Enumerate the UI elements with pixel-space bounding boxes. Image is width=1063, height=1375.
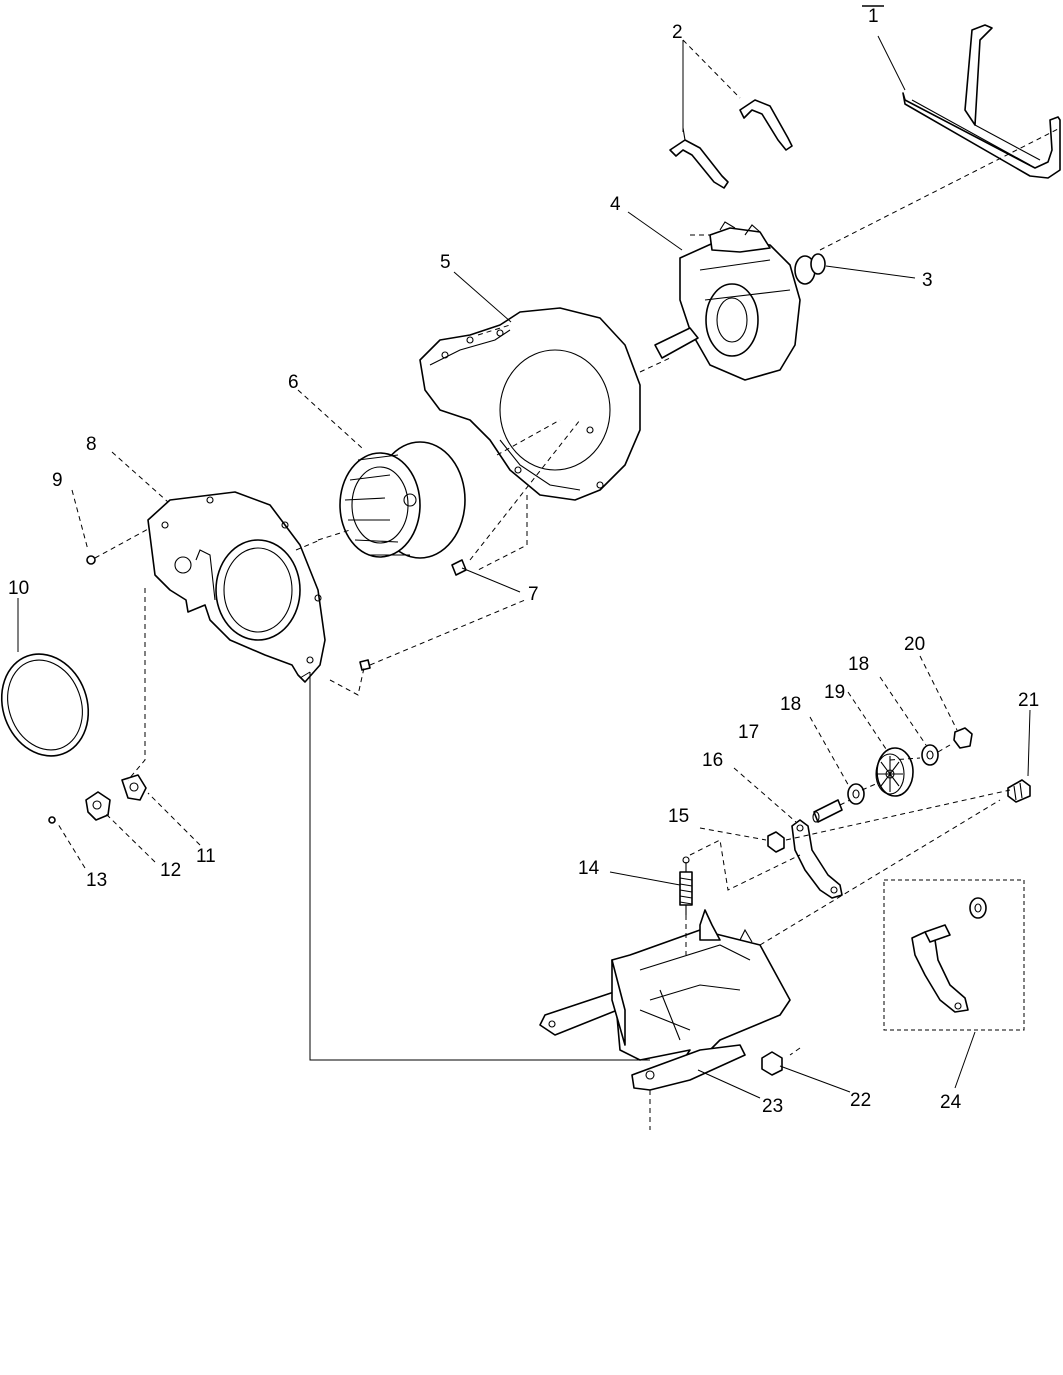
pulley-retainer [953,727,973,749]
motor-clip-right [739,99,793,151]
callout-10: 10 [8,578,29,599]
drive-belt [902,24,1061,179]
idler-spring [679,856,693,915]
callout-22: 22 [850,1090,871,1111]
thermal-fuse [85,791,111,821]
idler-shaft [812,799,843,823]
motor-clip-left [669,127,729,189]
callout-4: 4 [610,194,621,215]
callout-11: 11 [196,846,216,867]
callout-14: 14 [578,858,600,879]
callout-9: 9 [52,470,63,491]
callout-2: 2 [672,22,683,43]
idler-arm [791,819,843,899]
assembly-lines [94,39,1061,1130]
callout-18-outer: 18 [848,654,869,675]
washer-outer [921,744,939,766]
callout-24: 24 [940,1092,962,1113]
callout-13: 13 [86,870,107,891]
callout-1: 1 [868,6,879,27]
idler-bolt [1007,779,1031,803]
callout-18-inner: 18 [780,694,801,715]
callout-leaders [17,35,1031,1099]
callout-12: 12 [160,860,181,881]
callout-8: 8 [86,434,97,455]
callout-5: 5 [440,252,451,273]
drive-motor [654,221,826,381]
callout-6: 6 [288,372,299,393]
idler-nut [767,831,785,853]
cover-screw [86,555,96,565]
callout-16: 16 [702,750,723,771]
blower-cover-plate [147,491,326,683]
thermostat-screw [48,816,56,824]
callout-15: 15 [668,806,689,827]
blower-wheel [339,441,466,559]
callout-17: 17 [738,722,759,743]
washer-inner [847,783,865,805]
callout-20: 20 [904,634,925,655]
motor-mount-base [539,909,791,1091]
housing-screw-upper [451,559,467,576]
callout-21: 21 [1018,690,1039,711]
idler-pulley [875,747,914,797]
callout-labels: 1 2 3 4 5 6 7 8 9 10 11 12 13 14 15 16 1… [8,5,1039,1117]
callout-3: 3 [922,270,933,291]
bracket-nut [761,1051,783,1076]
idler-assembly-kit [883,879,1025,1031]
ground-wire-route [299,671,650,1061]
blower-housing [419,307,641,501]
housing-screw-lower [359,659,371,671]
callout-23: 23 [762,1096,783,1117]
thermostat [121,774,147,801]
callout-7: 7 [528,584,539,605]
callout-19: 19 [824,682,845,703]
blower-seal-ring [0,653,90,757]
